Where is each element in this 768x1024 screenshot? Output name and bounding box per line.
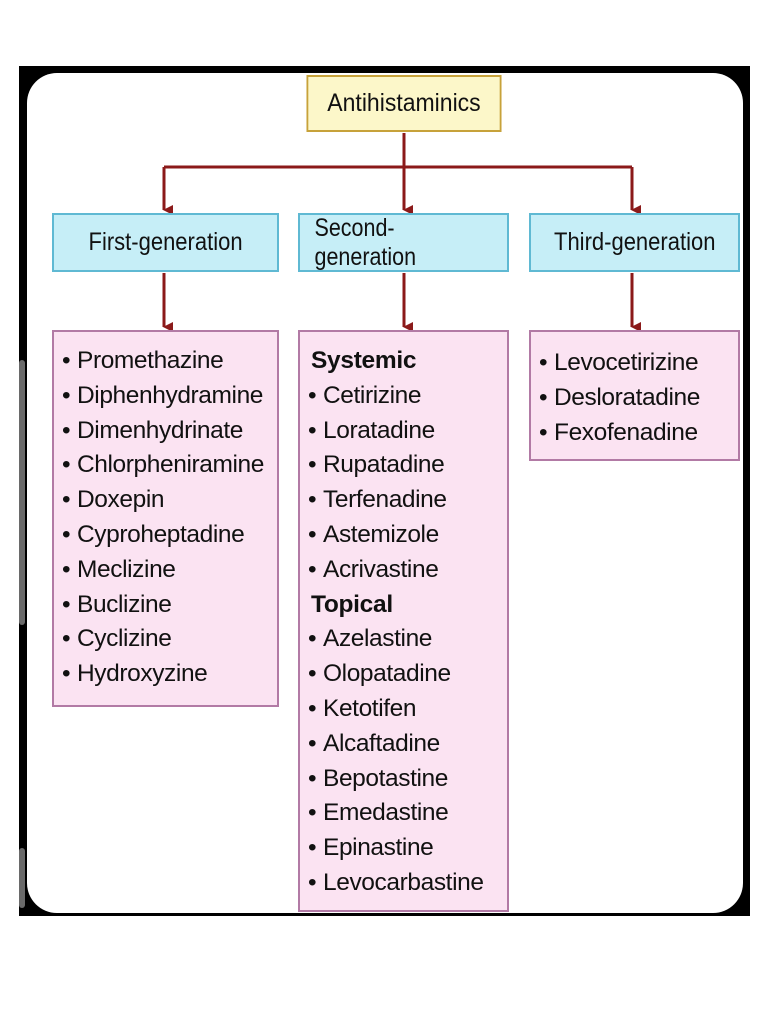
frame-edge-mark: [19, 360, 25, 625]
list-item: •Chlorpheniramine: [62, 451, 264, 479]
list-item: •Cyclizine: [62, 625, 172, 653]
topical-heading: Topical: [311, 590, 393, 618]
first-generation-drug-list: •Promethazine •Diphenhydramine •Dimenhyd…: [52, 330, 279, 707]
list-item: •Desloratadine: [539, 383, 700, 411]
list-item: •Cetirizine: [308, 381, 422, 409]
third-generation-label: Third-generation: [553, 228, 716, 256]
list-item: •Epinastine: [308, 834, 434, 862]
list-item: •Levocetirizine: [539, 349, 699, 376]
list-item: •Hydroxyzine: [62, 660, 208, 688]
list-item: •Astemizole: [308, 520, 439, 548]
list-item: •Loratadine: [308, 416, 435, 444]
list-item: •Dimenhydrinate: [62, 416, 243, 444]
root-node-label: Antihistaminics: [327, 89, 481, 117]
list-item: •Terfenadine: [308, 486, 447, 514]
systemic-heading: Systemic: [311, 347, 417, 374]
list-item: •Promethazine: [62, 347, 224, 374]
list-item: •Doxepin: [62, 486, 165, 514]
second-generation-drug-list: Systemic •Cetirizine •Loratadine •Rupata…: [298, 330, 509, 912]
list-item: •Emedastine: [308, 799, 449, 827]
list-item: •Bepotastine: [308, 764, 449, 792]
list-item: •Diphenhydramine: [62, 381, 264, 409]
list-item: •Azelastine: [308, 625, 433, 653]
list-item: •Fexofenadine: [539, 418, 698, 446]
list-item: •Cyproheptadine: [62, 520, 245, 548]
second-generation-label: Second-generation: [314, 213, 417, 271]
list-item: •Buclizine: [62, 590, 172, 618]
list-item: •Levocarbastine: [308, 868, 484, 896]
list-item: •Rupatadine: [308, 451, 445, 479]
list-item: •Alcaftadine: [308, 729, 440, 757]
list-item: •Ketotifen: [308, 694, 417, 722]
list-item: •Meclizine: [62, 555, 176, 583]
frame-edge-mark: [19, 848, 25, 908]
first-generation-node: First-generation: [52, 213, 279, 272]
second-generation-node: Second-generation: [298, 213, 509, 272]
list-item: •Olopatadine: [308, 660, 451, 688]
list-item: •Acrivastine: [308, 555, 439, 583]
root-node-antihistaminics: Antihistaminics: [306, 75, 502, 132]
third-generation-node: Third-generation: [529, 213, 740, 272]
first-generation-label: First-generation: [88, 228, 243, 256]
third-generation-drug-list: •Levocetirizine •Desloratadine •Fexofena…: [529, 330, 740, 461]
